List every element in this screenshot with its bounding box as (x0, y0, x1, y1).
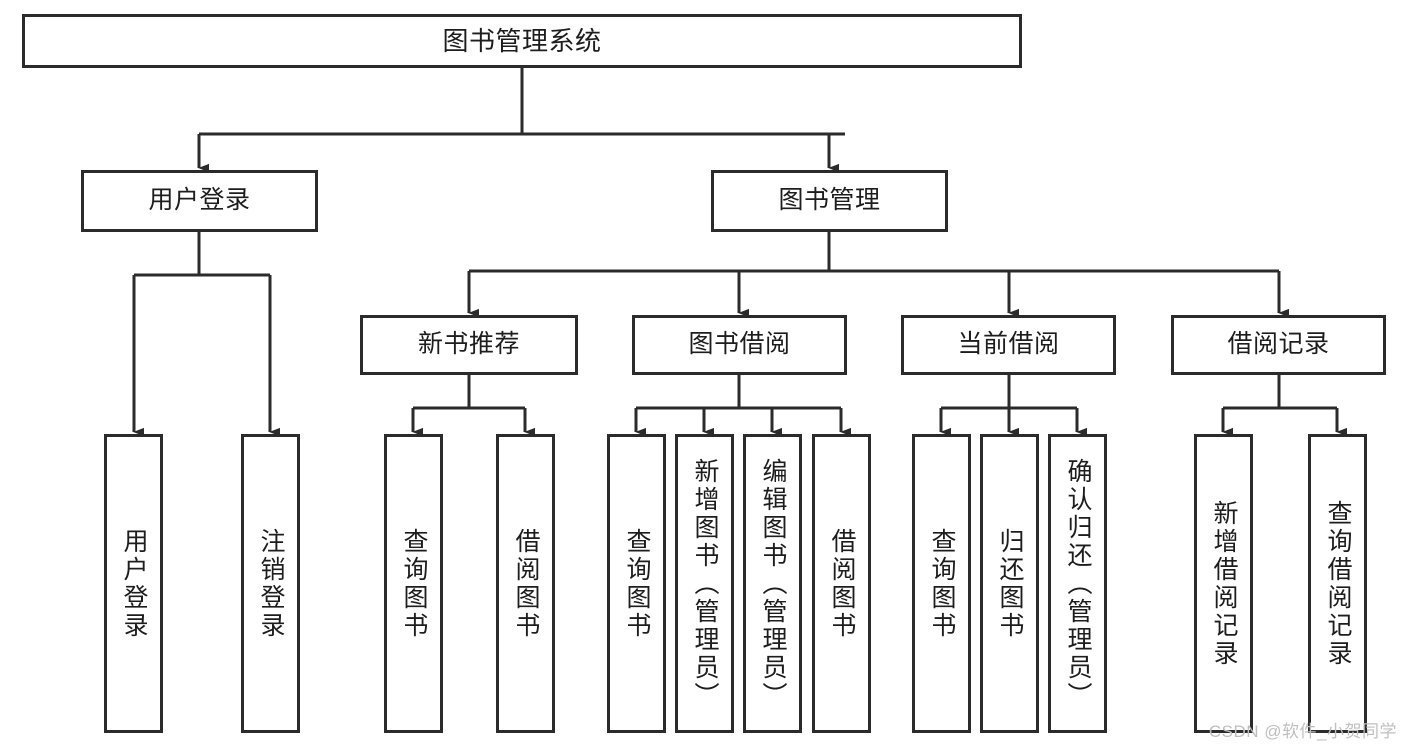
node-label: 当前借阅 (957, 330, 1060, 359)
node-label: 新书推荐 (417, 330, 520, 359)
leaf-query-book-recommend[interactable]: 查询图书 (384, 434, 443, 733)
leaf-add-borrow-record[interactable]: 新增借阅记录 (1194, 434, 1253, 733)
leaf-edit-book-admin[interactable]: 编辑图书（管理员） (743, 434, 802, 733)
node-label: 查询图书 (928, 527, 956, 640)
node-label: 图书借阅 (688, 330, 791, 359)
leaf-logout[interactable]: 注销登录 (241, 434, 300, 733)
node-label: 查询图书 (400, 527, 428, 640)
node-label: 确认归还（管理员） (1064, 457, 1092, 710)
node-borrow-record[interactable]: 借阅记录 (1171, 315, 1386, 375)
leaf-return-book[interactable]: 归还图书 (980, 434, 1039, 733)
node-label: 查询图书 (623, 527, 651, 640)
leaf-borrow-book-recommend[interactable]: 借阅图书 (496, 434, 555, 733)
node-label: 查询借阅记录 (1324, 499, 1352, 668)
node-label: 用户登录 (120, 527, 148, 640)
csdn-watermark: CSDN @软件_小贺同学 (1208, 722, 1397, 741)
node-user-login[interactable]: 用户登录 (81, 170, 318, 232)
node-new-book-recommend[interactable]: 新书推荐 (360, 315, 578, 375)
node-label: 编辑图书（管理员） (759, 457, 787, 710)
node-book-manage[interactable]: 图书管理 (711, 170, 948, 232)
node-current-borrow[interactable]: 当前借阅 (901, 315, 1116, 375)
leaf-borrow-book[interactable]: 借阅图书 (812, 434, 871, 733)
node-label: 借阅图书 (828, 527, 856, 640)
node-label: 图书管理 (778, 186, 881, 215)
leaf-query-book-current[interactable]: 查询图书 (912, 434, 971, 733)
node-label: 归还图书 (996, 527, 1024, 640)
node-label: 借阅记录 (1227, 330, 1330, 359)
leaf-add-book-admin[interactable]: 新增图书（管理员） (675, 434, 734, 733)
node-label: 新增借阅记录 (1210, 499, 1238, 668)
node-label: 用户登录 (148, 186, 251, 215)
node-label: 注销登录 (257, 527, 285, 640)
node-label: 借阅图书 (512, 527, 540, 640)
node-label: 图书管理系统 (442, 25, 602, 56)
leaf-user-login[interactable]: 用户登录 (104, 434, 163, 733)
leaf-query-book-borrow[interactable]: 查询图书 (607, 434, 666, 733)
node-root-system[interactable]: 图书管理系统 (22, 14, 1022, 68)
leaf-confirm-return-admin[interactable]: 确认归还（管理员） (1048, 434, 1107, 733)
node-book-borrow[interactable]: 图书借阅 (632, 315, 847, 375)
leaf-query-borrow-record[interactable]: 查询借阅记录 (1308, 434, 1367, 733)
node-label: 新增图书（管理员） (691, 457, 719, 710)
